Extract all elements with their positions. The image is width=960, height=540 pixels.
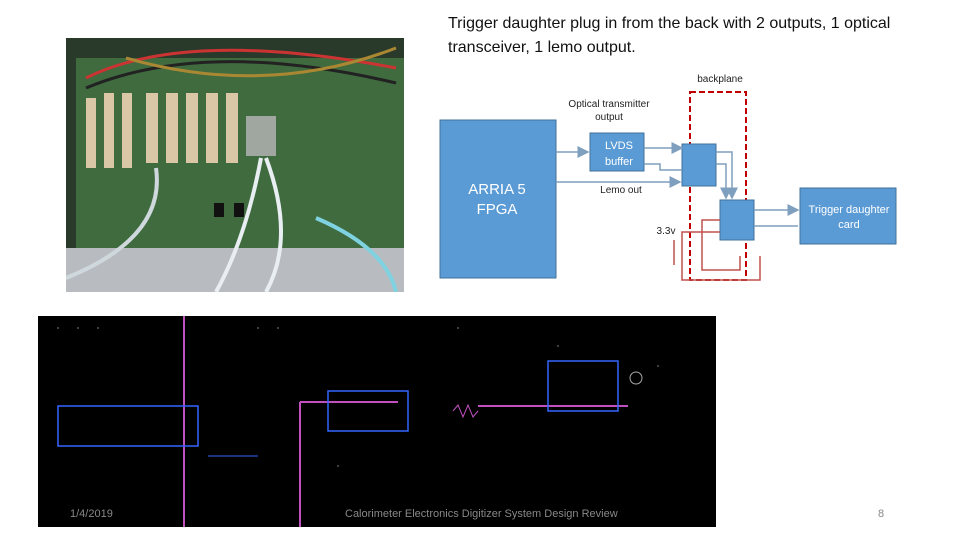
lvds-buffer-block	[589, 132, 645, 172]
backplane-label: backplane	[697, 74, 743, 85]
schematic-image	[38, 316, 716, 527]
backplane-connector-lower	[719, 199, 755, 241]
trigger-card-block	[799, 187, 897, 245]
voltage-label: 3.3v	[656, 226, 676, 237]
hardware-photo	[66, 38, 404, 292]
lemo-out-label: Lemo out	[600, 185, 642, 196]
slide-title: Trigger daughter plug in from the back w…	[448, 15, 891, 56]
power-wire-inner	[701, 219, 741, 271]
footer-title: Calorimeter Electronics Digitizer System…	[345, 508, 618, 520]
page-number: 8	[878, 508, 885, 520]
optical-transmitter-label: Optical transmitter output	[568, 99, 650, 123]
footer-date: 1/4/2019	[70, 508, 113, 520]
fpga-block	[439, 119, 557, 279]
power-wire-outer	[681, 231, 761, 281]
arrow-backplane-down-2	[716, 163, 732, 200]
trigger-card-label: Trigger daughter card	[808, 204, 890, 231]
backplane-connector-upper	[681, 143, 717, 187]
lvds-buffer-label: LVDS buffer	[605, 140, 633, 168]
arrow-lvds-to-backplane	[644, 163, 682, 171]
block-diagram	[420, 60, 940, 300]
arrow-backplane-down-1	[716, 151, 738, 200]
fpga-label: ARRIA 5 FPGA	[468, 181, 526, 218]
